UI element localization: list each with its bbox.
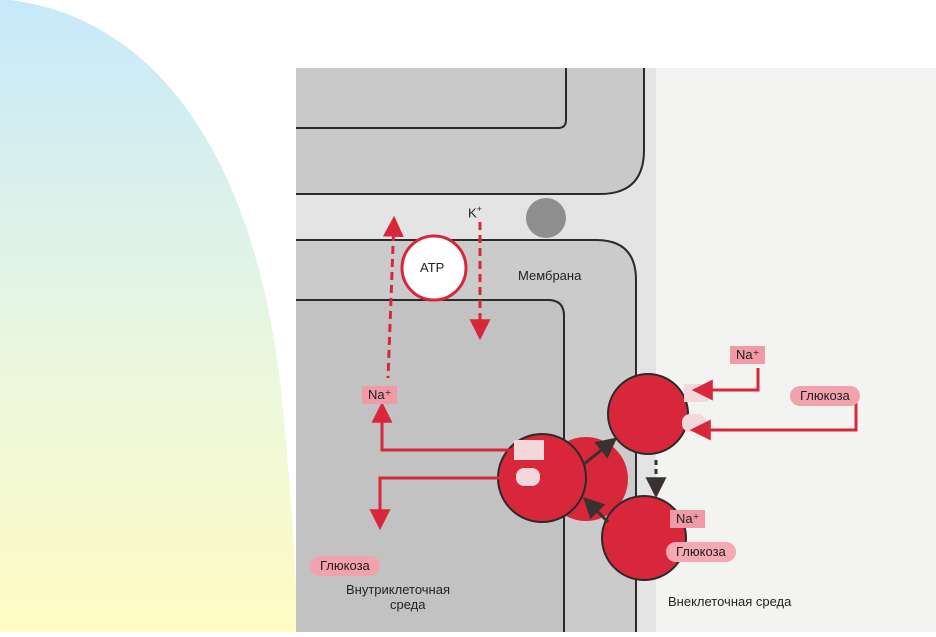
extracellular-label: Внеклеточная среда — [668, 594, 792, 609]
upper-cell — [296, 68, 644, 194]
na-bound-label: Na⁺ — [670, 510, 706, 528]
na-inner-label: Na⁺ — [362, 386, 398, 404]
diagram-canvas — [296, 68, 936, 632]
intracellular-line2: среда — [390, 597, 426, 612]
glucose-outer-label: Глюкоза — [790, 386, 860, 406]
diagram-figure: ATP K+ Мембрана Na⁺ Na⁺ Na⁺ Глюкоза Глюк… — [296, 68, 936, 632]
na-outer-label: Na⁺ — [730, 346, 766, 364]
k-ion-charge: + — [476, 204, 482, 214]
atp-pump — [400, 234, 468, 302]
k-ion-label: K+ — [468, 204, 482, 220]
intracellular-label: Внутриклеточная среда — [346, 582, 450, 612]
intracellular-line1: Внутриклеточная — [346, 582, 450, 597]
membrane-label: Мембрана — [518, 268, 582, 283]
k-ion-symbol: K — [468, 205, 477, 221]
symporter-outer-open — [607, 373, 689, 455]
symporter-outer-loaded — [601, 495, 687, 581]
k-channel — [526, 198, 566, 238]
atp-label: ATP — [420, 260, 445, 275]
glucose-bound-label: Глюкоза — [666, 542, 736, 562]
glucose-inner-label: Глюкоза — [310, 556, 380, 576]
